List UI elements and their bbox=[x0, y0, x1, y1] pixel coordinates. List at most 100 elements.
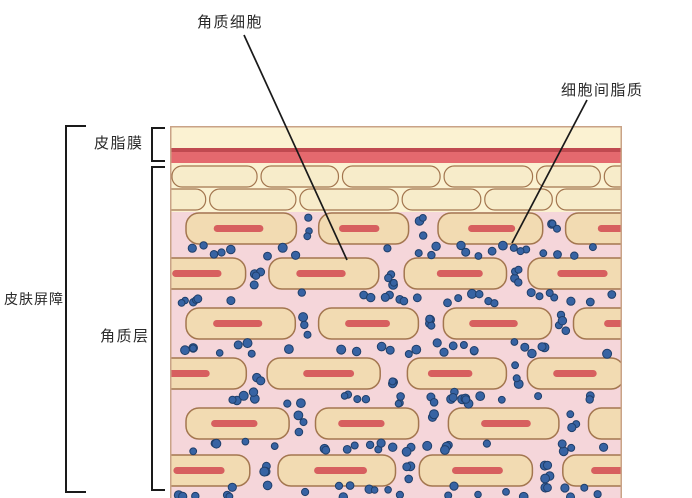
lipid-dot bbox=[475, 391, 486, 402]
lipid-dot bbox=[180, 345, 190, 356]
lipid-dot bbox=[535, 292, 544, 301]
lipid-dot bbox=[304, 213, 313, 222]
lipid-dot bbox=[178, 491, 188, 498]
lipid-dot bbox=[635, 370, 643, 378]
cell-core bbox=[345, 320, 390, 327]
lipid-dot bbox=[297, 288, 306, 297]
lipid-dot bbox=[383, 244, 392, 253]
lipid-dot bbox=[440, 445, 450, 455]
lipid-dot bbox=[443, 298, 452, 308]
lipid-dot bbox=[384, 486, 392, 494]
cell-core bbox=[597, 225, 622, 232]
lipid-dot bbox=[514, 265, 523, 274]
lipid-dot bbox=[636, 377, 643, 384]
lipid-dot bbox=[193, 294, 203, 304]
lipid-dot bbox=[444, 491, 453, 498]
lipid-dot bbox=[399, 296, 409, 306]
lipid-dot bbox=[454, 294, 463, 303]
label-intercellular-lipids: 细胞间脂质 bbox=[561, 81, 644, 99]
lipid-dot bbox=[539, 249, 548, 258]
lipid-dot bbox=[401, 446, 412, 457]
lipid-dot bbox=[526, 288, 536, 298]
lipid-dot bbox=[389, 278, 398, 287]
lipid-dot bbox=[599, 442, 609, 452]
lipid-dot bbox=[681, 235, 689, 243]
lipid-dot bbox=[238, 390, 249, 401]
lipid-dot bbox=[293, 410, 304, 421]
cell-core bbox=[604, 320, 622, 327]
lipid-dot bbox=[189, 447, 198, 456]
lipid-dot bbox=[283, 399, 292, 408]
lipid-dot bbox=[558, 446, 569, 457]
lipid-dot bbox=[516, 247, 525, 256]
cell-core bbox=[469, 320, 518, 327]
lipid-dot bbox=[242, 338, 253, 349]
lipid-dot bbox=[370, 486, 379, 494]
lipid-dot bbox=[482, 439, 491, 448]
lipid-dot bbox=[585, 297, 595, 307]
lipid-dot bbox=[566, 492, 575, 498]
lipid-dot bbox=[191, 491, 200, 498]
lipid-dot bbox=[432, 338, 442, 348]
lipid-dot bbox=[427, 250, 436, 260]
lipid-dot bbox=[431, 241, 441, 252]
red-stripe bbox=[170, 152, 622, 163]
lipid-dot bbox=[303, 232, 312, 241]
lipid-dot bbox=[388, 442, 398, 452]
lipid-dot bbox=[514, 278, 523, 287]
cell-core bbox=[173, 467, 225, 474]
lipid-dot bbox=[543, 483, 552, 493]
lipid-dot bbox=[376, 341, 387, 352]
corneocyte-cell bbox=[564, 212, 622, 245]
lipid-dot bbox=[427, 321, 436, 330]
lipid-dot bbox=[429, 398, 439, 407]
lipid-dot bbox=[296, 398, 306, 409]
lipid-dot bbox=[350, 441, 359, 450]
label-sebum-film: 皮脂膜 bbox=[94, 134, 144, 152]
cell-core bbox=[170, 370, 210, 377]
lipid-dot bbox=[345, 481, 355, 490]
lipid-dot bbox=[301, 487, 310, 497]
bracket-skin-barrier bbox=[65, 125, 86, 493]
lipid-dot bbox=[396, 392, 405, 401]
lipid-dot bbox=[527, 348, 537, 359]
lipid-dot bbox=[226, 296, 236, 306]
lipid-dot bbox=[384, 273, 393, 283]
lipid-dot bbox=[593, 490, 602, 498]
cell-core bbox=[591, 467, 622, 474]
lipid-dot bbox=[241, 437, 250, 446]
lipid-dot bbox=[385, 345, 395, 355]
lipid-dot bbox=[294, 427, 304, 437]
bracket-stratum-corneum bbox=[151, 166, 165, 491]
lipid-dot bbox=[422, 440, 433, 451]
lipid-dot bbox=[248, 387, 259, 397]
lipid-dot bbox=[645, 258, 653, 266]
lipid-dot bbox=[215, 349, 224, 357]
lipid-dot bbox=[644, 259, 652, 267]
lipid-dot bbox=[340, 392, 349, 400]
lipid-dot bbox=[394, 399, 403, 408]
lipid-dot bbox=[351, 346, 362, 357]
cell-core bbox=[557, 270, 608, 277]
lipid-dot bbox=[209, 250, 219, 259]
lipid-dot bbox=[380, 292, 390, 302]
label-skin-barrier: 皮肤屏障 bbox=[4, 292, 64, 308]
lipid-dot bbox=[679, 319, 686, 326]
lipid-dot bbox=[566, 296, 576, 306]
lipid-dot bbox=[540, 473, 550, 484]
lipid-dot bbox=[557, 316, 568, 326]
lipid-dot bbox=[688, 217, 692, 224]
lipid-dot bbox=[560, 483, 570, 493]
lipid-dot bbox=[256, 376, 266, 386]
corneocyte-cell bbox=[587, 407, 622, 440]
brick-cell bbox=[209, 188, 297, 211]
lipid-dot bbox=[567, 443, 576, 452]
lipid-dot bbox=[553, 224, 561, 233]
illustration-border bbox=[170, 126, 622, 498]
lipid-dot bbox=[448, 341, 458, 351]
lipid-dot bbox=[291, 250, 301, 260]
lipid-dot bbox=[366, 292, 376, 303]
lipid-dot bbox=[338, 492, 348, 498]
lipid-dot bbox=[414, 249, 423, 258]
